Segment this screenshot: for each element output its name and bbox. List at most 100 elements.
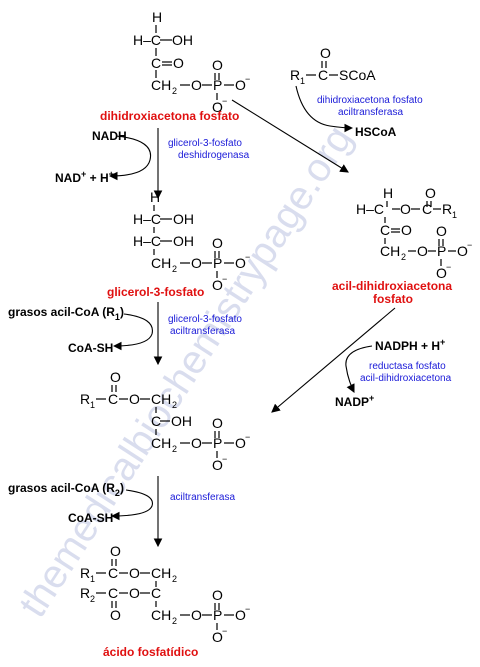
svg-text:O: O [173, 55, 184, 71]
svg-text:O: O [417, 243, 428, 259]
svg-text:−: − [222, 96, 227, 106]
svg-text:O: O [235, 435, 246, 451]
svg-text:O: O [212, 57, 223, 73]
svg-text:R: R [80, 585, 90, 601]
svg-text:H: H [383, 185, 393, 201]
svg-text:OH: OH [171, 413, 192, 429]
svg-text:O: O [212, 457, 223, 473]
svg-text:CH: CH [151, 77, 171, 93]
svg-text:O: O [191, 77, 202, 93]
svg-text:−: − [467, 240, 472, 250]
svg-text:C: C [318, 67, 328, 83]
svg-text:P: P [213, 255, 222, 271]
pa-label: ácido fosfatídico [103, 645, 198, 659]
svg-text:−: − [222, 454, 227, 464]
svg-text:O: O [212, 235, 223, 251]
svg-text:OH: OH [172, 32, 193, 48]
gpdh-enzyme-1: glicerol-3-fosfato [168, 138, 242, 149]
nadp-label: NADP+ [335, 393, 374, 409]
svg-text:−: − [245, 432, 250, 442]
svg-text:O: O [191, 607, 202, 623]
svg-text:P: P [213, 435, 222, 451]
svg-text:H: H [152, 9, 162, 25]
nad-label: NAD+ + H+ [55, 169, 114, 185]
gpat-enzyme-1: glicerol-3-fosfato [168, 314, 242, 325]
reductase-enzyme-1: reductasa fosfato [369, 361, 446, 372]
svg-text:SCoA: SCoA [339, 67, 376, 83]
svg-text:2: 2 [172, 616, 177, 626]
g3p-label: glicerol-3-fosfato [107, 285, 204, 299]
svg-text:P: P [213, 77, 222, 93]
svg-text:−: − [245, 604, 250, 614]
svg-text:2: 2 [172, 574, 177, 584]
dhapat-enzyme-1: dihidroxiacetona fosfato [317, 95, 423, 106]
svg-text:O: O [400, 201, 411, 217]
svg-text:P: P [213, 607, 222, 623]
svg-text:O: O [129, 391, 140, 407]
svg-text:C: C [151, 585, 161, 601]
fatty-acyl-coa-r2-label: grasos acil-CoA (R2) [8, 481, 124, 498]
dhapat-enzyme-2: aciltransferasa [338, 107, 403, 118]
gpdh-enzyme-2: deshidrogenasa [178, 150, 250, 161]
lpa-structure: O R 1 C O CH 2 C OH CH 2 O P O O − O − [80, 369, 250, 473]
hscoa-label: HSCoA [355, 125, 397, 139]
svg-text:H–C: H–C [133, 211, 161, 227]
svg-text:O: O [129, 585, 140, 601]
svg-text:O: O [191, 435, 202, 451]
svg-text:CH: CH [151, 607, 171, 623]
svg-text:R: R [80, 565, 90, 581]
svg-text:−: − [245, 74, 250, 84]
svg-text:1: 1 [90, 400, 95, 410]
svg-text:R: R [290, 67, 300, 83]
lpaat-enzyme: aciltransferasa [170, 492, 235, 503]
svg-text:O: O [235, 607, 246, 623]
svg-text:H–C: H–C [133, 32, 161, 48]
svg-text:R: R [442, 201, 452, 217]
svg-text:O: O [212, 277, 223, 293]
svg-text:H–C: H–C [356, 201, 384, 217]
svg-text:OH: OH [173, 211, 194, 227]
nadph-label: NADPH + H+ [375, 337, 445, 353]
svg-text:1: 1 [90, 574, 95, 584]
svg-text:CH: CH [151, 435, 171, 451]
watermark: themedicalbiochemistrypage.org [11, 118, 362, 625]
svg-text:CH: CH [151, 391, 171, 407]
svg-text:C: C [380, 222, 390, 238]
svg-text:O: O [401, 222, 412, 238]
svg-text:−: − [245, 252, 250, 262]
svg-text:2: 2 [172, 400, 177, 410]
pa-structure: O R 1 C O CH 2 R 2 C O C O CH 2 O P O O [80, 543, 250, 645]
svg-text:1: 1 [300, 76, 305, 86]
svg-text:O: O [212, 587, 223, 603]
svg-text:1: 1 [452, 210, 457, 220]
svg-text:O: O [457, 243, 468, 259]
svg-text:P: P [437, 243, 446, 259]
acyl-dhap-label-line1: acil-dihidroxiacetona [332, 279, 452, 293]
svg-text:2: 2 [401, 252, 406, 262]
svg-text:O: O [110, 369, 121, 385]
svg-text:O: O [212, 99, 223, 115]
acyl-dhap-structure: H O H–C O C R 1 C O CH 2 O P O O − O − [356, 185, 472, 281]
g3p-structure: H H–C OH H–C OH CH 2 O P O O − O − [133, 189, 250, 293]
svg-text:−: − [222, 626, 227, 636]
dhap-label: dihidroxiacetona fosfato [100, 109, 239, 123]
coash-label-1: CoA-SH [68, 341, 113, 355]
svg-text:C: C [151, 413, 161, 429]
svg-text:C: C [422, 201, 432, 217]
svg-text:−: − [222, 274, 227, 284]
svg-text:2: 2 [172, 264, 177, 274]
reductase-enzyme-2: acil-dihidroxiacetona [360, 373, 452, 384]
svg-text:O: O [110, 543, 121, 559]
svg-text:O: O [320, 45, 331, 61]
svg-text:CH: CH [151, 255, 171, 271]
dhap-structure: H H–C OH C O CH 2 O P O O − O − [133, 9, 250, 115]
svg-text:O: O [129, 565, 140, 581]
svg-text:C: C [151, 55, 161, 71]
svg-text:C: C [108, 391, 118, 407]
svg-text:CH: CH [151, 565, 171, 581]
svg-text:O: O [425, 185, 436, 201]
svg-text:O: O [212, 629, 223, 645]
acyl-dhap-label-line2: fosfato [373, 292, 413, 306]
svg-text:H–C: H–C [133, 233, 161, 249]
